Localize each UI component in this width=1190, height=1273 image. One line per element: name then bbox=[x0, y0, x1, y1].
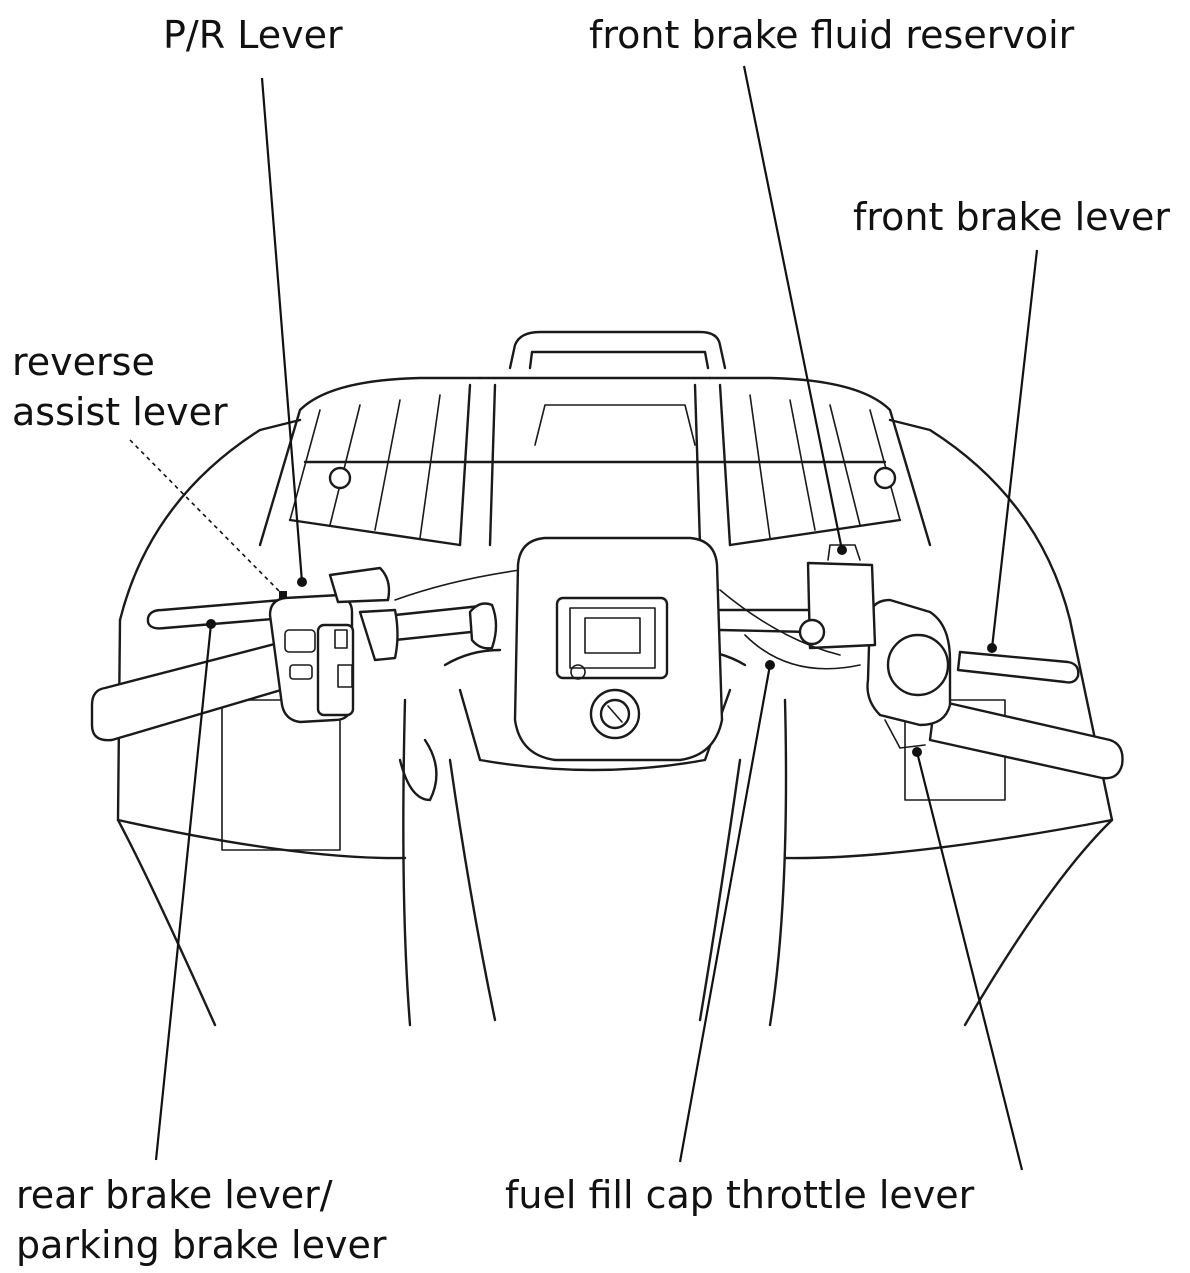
dot-throttle-lever bbox=[912, 747, 922, 757]
leader-front-brake-fluid-reservoir bbox=[742, 65, 844, 551]
dot-fuel-fill-cap bbox=[765, 660, 775, 670]
dot-pr-lever bbox=[297, 577, 307, 587]
dot-front-brake-lever bbox=[987, 643, 997, 653]
leader-rear-brake-lever bbox=[154, 623, 213, 1161]
label-reverse-assist-lever-line-1: reverse bbox=[12, 340, 155, 384]
leader-front-brake-lever bbox=[990, 249, 1039, 649]
label-rear-brake-lever-line-1: rear brake lever/ bbox=[16, 1173, 333, 1217]
leader-pr-lever bbox=[260, 77, 304, 583]
instrument-cluster bbox=[513, 536, 724, 762]
dot-reverse-assist-lever bbox=[279, 591, 287, 599]
label-reverse-assist-lever: reverse assist lever bbox=[12, 337, 228, 437]
leader-lines bbox=[129, 65, 1039, 1171]
leader-reverse-assist-lever bbox=[129, 439, 284, 596]
leader-fuel-fill-cap bbox=[678, 664, 772, 1163]
handlebar bbox=[90, 544, 1124, 780]
label-reverse-assist-lever-line-2: assist lever bbox=[12, 390, 228, 434]
label-rear-brake-lever: rear brake lever/ parking brake lever bbox=[16, 1170, 386, 1270]
leader-throttle-lever bbox=[915, 751, 1024, 1171]
label-fuel-fill-cap-throttle-lever: fuel fill cap throttle lever bbox=[505, 1173, 975, 1217]
label-front-brake-fluid-reservoir: front brake fluid reservoir bbox=[589, 13, 1075, 57]
label-front-brake-lever: front brake lever bbox=[853, 195, 1171, 239]
dot-front-brake-fluid-reservoir bbox=[837, 545, 847, 555]
dot-rear-brake-lever bbox=[206, 619, 216, 629]
label-pr-lever: P/R Lever bbox=[163, 13, 343, 57]
label-rear-brake-lever-line-2: parking brake lever bbox=[16, 1223, 387, 1267]
front-rack bbox=[258, 330, 932, 547]
